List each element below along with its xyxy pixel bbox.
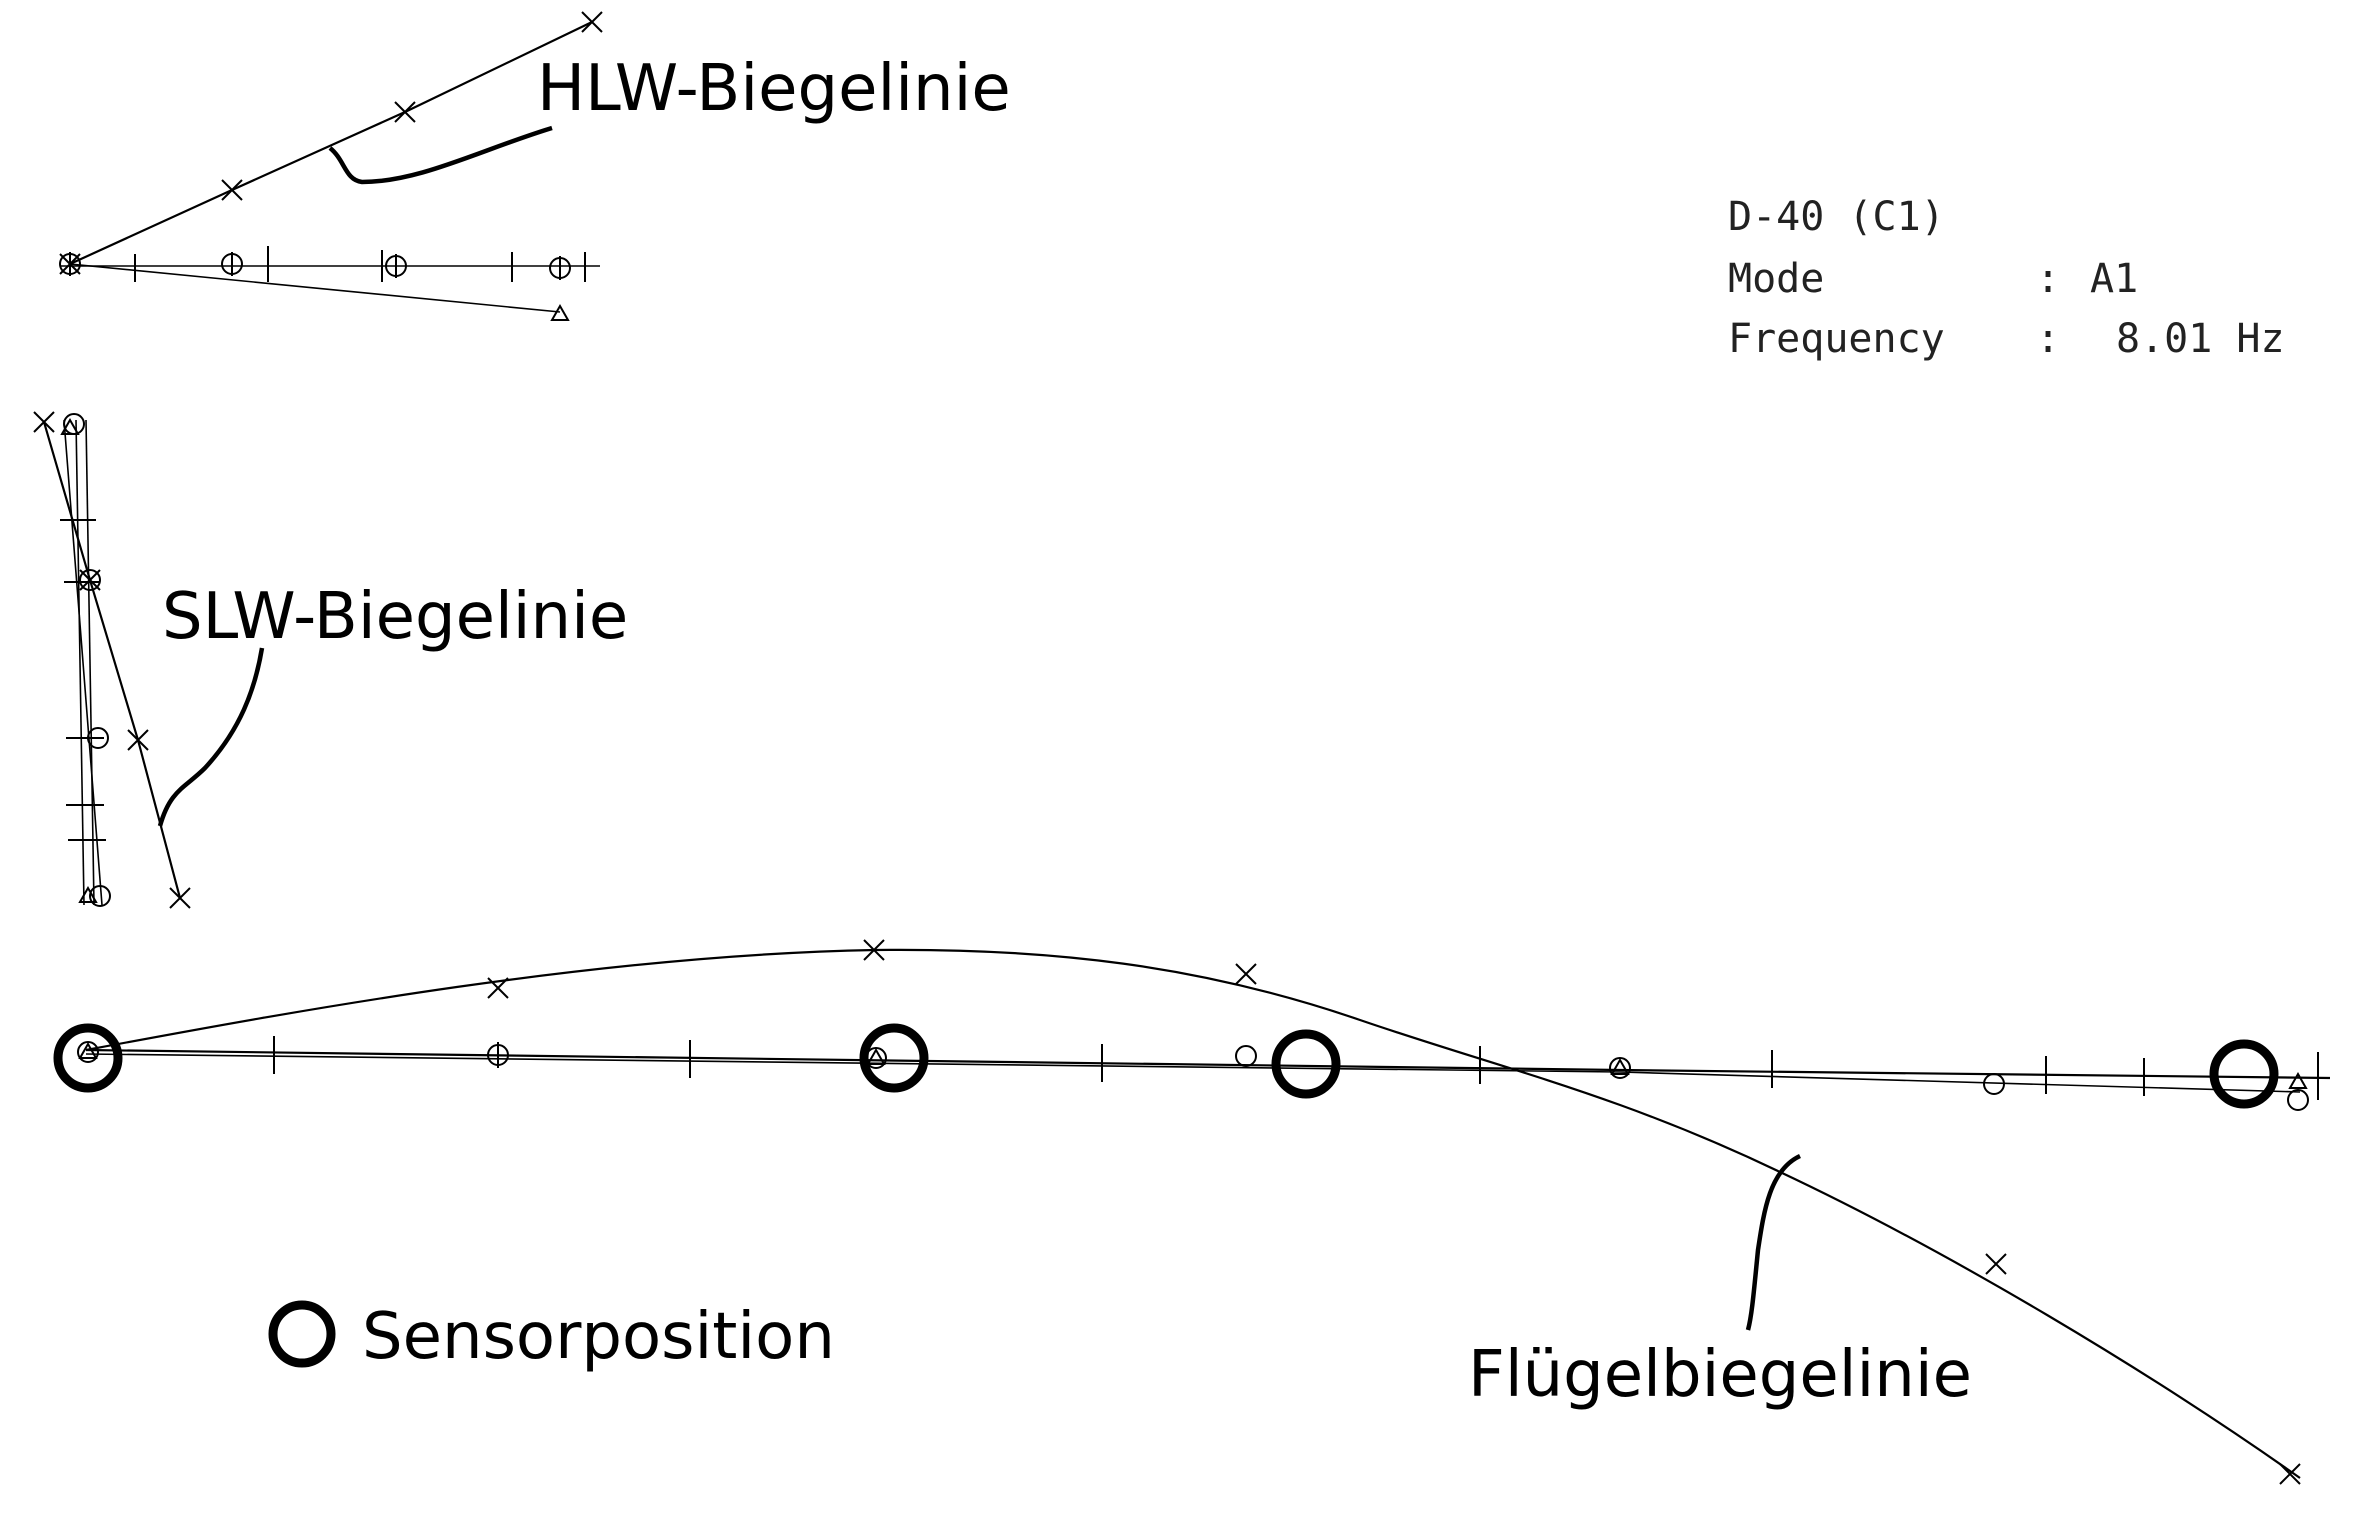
legend: Sensorposition: [268, 1300, 835, 1374]
sensor-position-marker: [53, 1023, 123, 1093]
slw-leader-line: [157, 647, 265, 827]
slw-reference-axis-right: [85, 419, 95, 906]
hlw-triangle-marker: [550, 303, 570, 321]
wing-x-markers: [487, 939, 2301, 1485]
mode-separator: :: [2036, 256, 2060, 302]
hlw-x-markers: [59, 11, 603, 275]
wing-circle-markers: [77, 1041, 2309, 1111]
hlw-diagram: HLW-Biegelinie: [59, 11, 1011, 321]
sensor-legend-symbol: [268, 1300, 336, 1368]
wing-label: Flügelbiegelinie: [1468, 1338, 1972, 1412]
sensor-positions: [53, 1023, 2279, 1109]
slw-x-markers: [33, 411, 191, 909]
slw-label: SLW-Biegelinie: [162, 580, 628, 654]
wing-reference-axis: [85, 1048, 2331, 1080]
hlw-torsion-line: [69, 263, 561, 313]
mode-label: Mode: [1728, 256, 1824, 302]
wing-torsion-line: [85, 1053, 2301, 1093]
wing-bending-curve: [85, 948, 2301, 1479]
slw-bending-curve: [42, 421, 182, 899]
sensor-position-marker: [859, 1023, 929, 1093]
hlw-bending-curve: [69, 21, 593, 266]
sensor-legend-label: Sensorposition: [362, 1300, 835, 1374]
mode-value: A1: [2090, 256, 2138, 302]
wing-triangle-markers: [78, 1041, 2308, 1089]
hlw-circle-markers: [59, 252, 571, 280]
wing-leader-line: [1745, 1153, 1802, 1331]
slw-triangle-markers: [60, 417, 98, 903]
hlw-label: HLW-Biegelinie: [537, 52, 1011, 126]
frequency-value: 8.01 Hz: [2116, 316, 2285, 362]
wing-diagram: Flügelbiegelinie: [53, 939, 2331, 1485]
frequency-separator: :: [2036, 316, 2060, 362]
slw-reference-axis-left: [75, 419, 85, 906]
frequency-label: Frequency: [1728, 316, 1945, 362]
hlw-axis-ticks: [134, 246, 586, 282]
slw-reference-axis-outer: [63, 419, 103, 906]
slw-axis-ticks: [60, 519, 106, 841]
slw-diagram: SLW-Biegelinie: [33, 411, 628, 909]
sensor-position-marker: [1271, 1029, 1341, 1099]
hlw-leader-line: [328, 125, 553, 185]
sensor-position-marker: [2209, 1039, 2279, 1109]
wing-axis-ticks: [273, 1036, 2319, 1100]
model-text: D-40 (C1): [1728, 194, 1945, 240]
info-block: D-40 (C1) Mode : A1 Frequency : 8.01 Hz: [1728, 194, 2285, 362]
